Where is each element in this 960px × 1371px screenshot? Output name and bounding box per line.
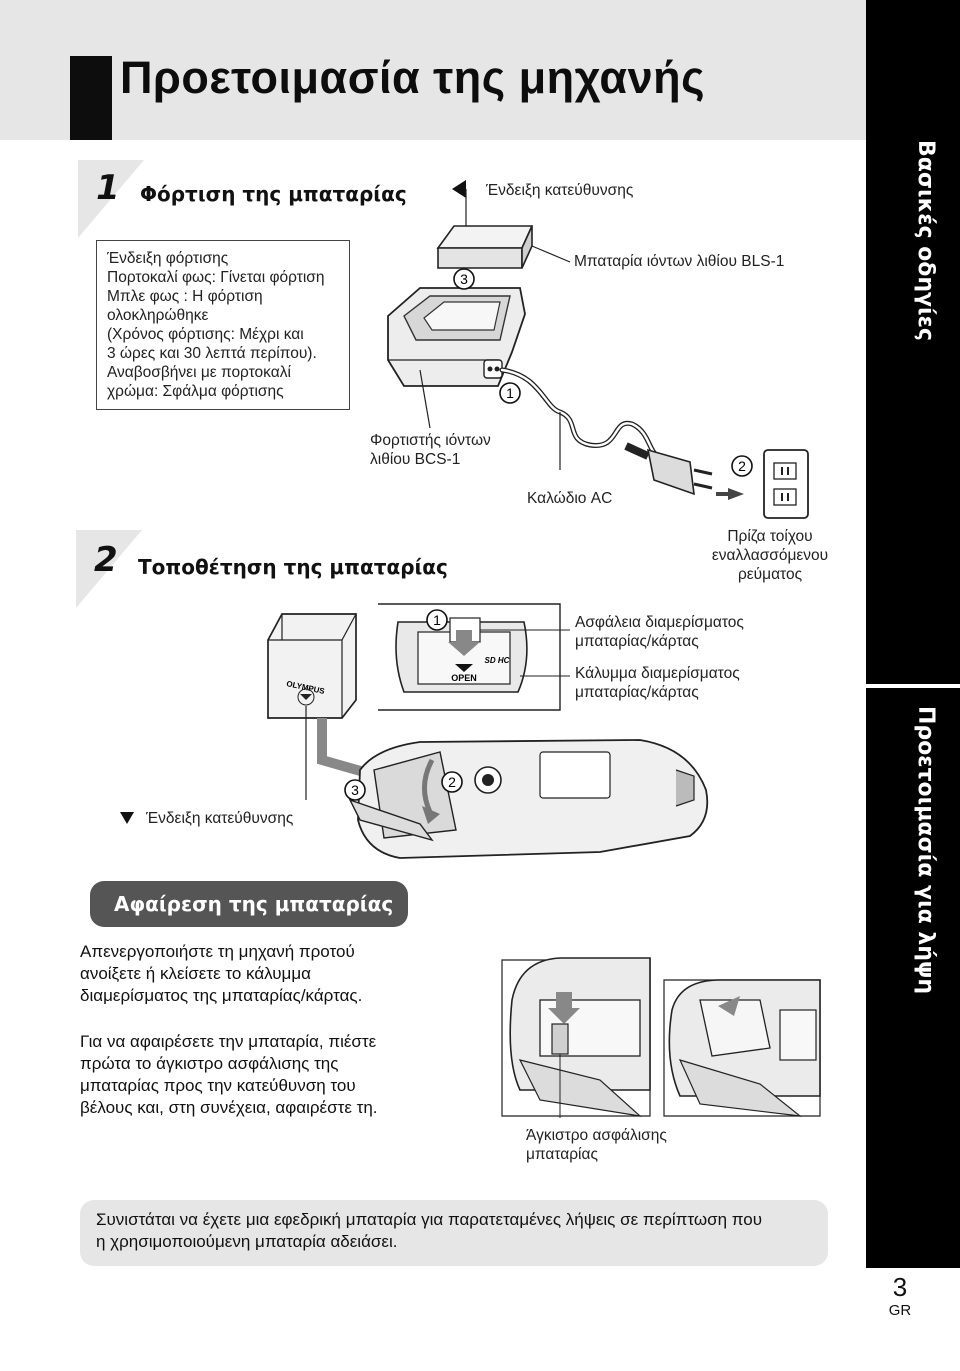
para-line: πρώτα το άγκιστρο ασφάλισης της [80,1054,339,1073]
ac-plug-illustration [624,442,713,496]
note-line: Συνιστάται να έχετε μια εφεδρική μπαταρί… [96,1210,763,1229]
compartment-cover-illustration: OPEN SD HC [378,603,561,711]
para-line: Για να αφαιρέσετε την μπαταρία, πιέστε [80,1032,377,1051]
removal-paragraph-2: Για να αφαιρέσετε την μπαταρία, πιέστε π… [80,1031,378,1119]
callout-1-icon: 1 [426,609,448,631]
cover-label-line: μπαταρίας/κάρτας [575,684,699,701]
page-language: GR [888,1302,912,1319]
outlet-label-line: εναλλασσόμενου [711,547,829,564]
battery-removal-illustration-1 [501,957,651,1117]
page-title: Προετοιμασία της μηχανής [120,52,706,103]
info-line: (Χρόνος φόρτισης: Μέχρι και [107,326,304,343]
lock-label-line: Ασφάλεια διαμερίσματος [575,614,744,631]
step1-number: 1 [96,168,120,208]
hook-label-line: Άγκιστρο ασφάλισης [526,1127,667,1144]
direction-arrow-down-icon [120,812,134,824]
lock-label-line: μπαταρίας/κάρτας [575,633,699,650]
compartment-cover-label: Κάλυμμα διαμερίσματος μπαταρίας/κάρτας [575,664,740,702]
battery-upright-illustration: OLYMPUS [267,613,357,719]
svg-text:2: 2 [738,458,746,474]
illustrations: 3 1 2 OLYMPUS OPEN SD HC 1 [120,180,821,1118]
para-line: Απενεργοποιήστε τη μηχανή προτού [80,942,355,961]
direction-label: Ένδειξη κατεύθυνσης [486,182,634,199]
svg-text:3: 3 [460,271,468,287]
charger-label-line: λιθίου BCS-1 [370,451,461,468]
battery-label: Μπαταρία ιόντων λιθίου BLS-1 [574,253,785,270]
charger-label: Φορτιστής ιόντων λιθίου BCS-1 [370,431,491,469]
cover-label-line: Κάλυμμα διαμερίσματος [575,665,740,682]
sidebar-tab-bottom-label: Προετοιμασία για λήψη [913,706,938,995]
info-line: Πορτοκαλί φως: Γίνεται φόρτιση [107,269,325,286]
outlet-label-line: ρεύματος [737,566,803,583]
sidebar-tab-top-label: Βασικές οδηγίες [913,140,938,341]
para-line: μπαταρίας προς την κατεύθυνση του [80,1076,356,1095]
svg-text:SD HC: SD HC [485,656,510,665]
battery-hook-label: Άγκιστρο ασφάλισης μπαταρίας [526,1126,667,1164]
charger-label-line: Φορτιστής ιόντων [370,432,491,449]
battery-removal-illustration-2 [663,979,821,1117]
direction-label-step2: Ένδειξη κατεύθυνσης [146,810,294,827]
para-line: ανοίξετε ή κλείσετε το κάλυμμα [80,964,311,983]
svg-text:1: 1 [433,612,441,628]
info-line: χρώμα: Σφάλμα φόρτισης [107,383,284,400]
callout-2-icon: 2 [441,771,463,793]
info-line: 3 ώρες και 30 λεπτά περίπου). [107,345,317,362]
charger-bcs1-illustration [387,287,526,387]
info-line: Αναβοσβήνει με πορτοκαλί [107,364,291,381]
hook-label-line: μπαταρίας [526,1146,598,1163]
sidebar-gap [866,684,960,690]
step1-title: Φόρτιση της μπαταρίας [140,182,407,206]
sidebar-tab-basic-guide [866,0,960,688]
svg-text:3: 3 [351,782,359,798]
battery-bls1-illustration [436,225,534,269]
para-line: διαμερίσματος της μπαταρίας/κάρτας. [80,986,363,1005]
removal-paragraph-1: Απενεργοποιήστε τη μηχανή προτού ανοίξετ… [80,941,362,1007]
step2-title: Τοποθέτηση της μπαταρίας [138,555,448,579]
info-line: ολοκληρώθηκε [107,307,209,324]
page-number: 3 [892,1272,908,1302]
info-line: Μπλε φως : Η φόρτιση [107,288,263,305]
callout-3-icon: 3 [344,779,366,801]
title-marker [70,56,112,140]
title-band [0,0,866,140]
callout-3-icon: 3 [453,268,475,290]
note-line: η χρησιμοποιούμενη μπαταρία αδειάσει. [96,1232,398,1251]
info-line: Ένδειξη φόρτισης [107,250,229,267]
charge-indicator-box: Ένδειξη φόρτισης Πορτοκαλί φως: Γίνεται … [96,240,350,410]
spare-battery-note: Συνιστάται να έχετε μια εφεδρική μπαταρί… [80,1200,828,1266]
compartment-lock-label: Ασφάλεια διαμερίσματος μπαταρίας/κάρτας [575,613,744,651]
svg-text:2: 2 [448,774,456,790]
wall-outlet-label: Πρίζα τοίχου εναλλασσόμενου ρεύματος [700,527,840,584]
wall-outlet-illustration [763,449,809,519]
callout-2-icon: 2 [731,455,753,477]
step2-number: 2 [94,540,118,580]
camera-bottom-illustration [348,739,709,859]
para-line: βέλους και, στη συνέχεια, αφαιρέστε τη. [80,1098,378,1117]
callout-1-icon: 1 [499,382,521,404]
svg-text:OPEN: OPEN [451,673,477,683]
ac-cable-label: Καλώδιο AC [527,490,613,507]
direction-arrow-left-icon [452,180,466,198]
svg-text:1: 1 [506,385,514,401]
outlet-label-line: Πρίζα τοίχου [727,528,813,545]
removal-heading: Αφαίρεση της μπαταρίας [90,881,408,927]
sidebar-tab-preparation [866,688,960,1268]
